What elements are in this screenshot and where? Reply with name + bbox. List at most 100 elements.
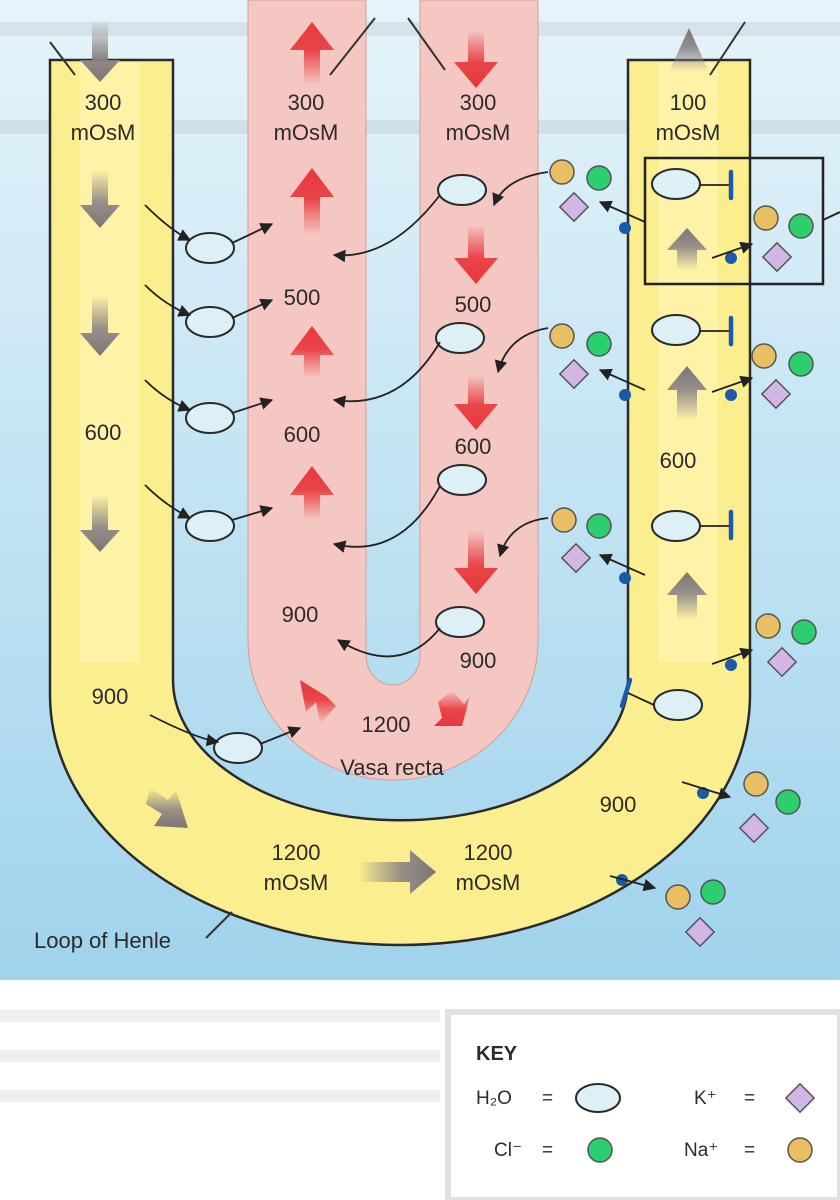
loop-of-henle-tubule [48,58,752,947]
water-molecule-icon [435,606,485,638]
water-flow-arrows [144,171,549,747]
chloride-ion-icon [788,351,814,377]
potassium-ion-icon [760,378,792,410]
bottom-right-unit: mOsM [456,870,521,895]
descending-limb-highlight [80,62,140,662]
key-box [445,1009,840,1200]
key-potassium-label: K⁺ [694,1088,717,1109]
water-molecule-icon [185,306,235,338]
key-h2o-label: H₂O [476,1088,512,1109]
potassium-ion-icon [738,812,770,844]
key-title: KEY [476,1043,518,1065]
ion-group-5 [551,507,612,574]
ascending-limb-highlight [658,62,718,662]
vasa-recta-down-500-label: 500 [455,292,492,317]
water-molecule-icon [651,168,701,200]
loop-of-henle-leader [205,911,233,939]
vasa-recta-up-900-label: 900 [282,602,319,627]
sodium-ion-icon [665,884,691,910]
sodium-ion-icon [549,323,575,349]
vasa-recta-down-600-label: 600 [455,434,492,459]
ascending-flow-arrows [667,28,709,620]
vasa-recta-up-500-label: 500 [284,285,321,310]
pump-icon [725,252,737,264]
vasa-recta-up-top-unit: mOsM [274,120,339,145]
chloride-ion-icon [586,331,612,357]
ion-group-3 [549,323,612,390]
ascending-top-unit: mOsM [656,120,721,145]
water-molecule-icon [185,402,235,434]
ascending-600-label: 600 [660,448,697,473]
potassium-ion-icon [558,358,590,390]
potassium-ion-icon [558,191,590,223]
key-chloride-equals: = [542,1140,553,1161]
descending-top-value: 300 [85,90,122,115]
chloride-ion-icon [700,879,726,905]
vasa-recta-label: Vasa recta [340,755,444,780]
vasa-recta-down-top-unit: mOsM [446,120,511,145]
vasa-recta-up-600-label: 600 [284,422,321,447]
key-legend: KEY H₂O = K⁺ = Cl⁻ = Na⁺ = [445,1009,840,1200]
ion-group-8 [665,879,726,948]
ion-flow-arrows [598,200,754,892]
chloride-ion-icon [788,213,814,239]
key-chloride-label: Cl⁻ [494,1140,522,1161]
key-potassium-equals: = [744,1088,755,1109]
water-molecule-icon [213,732,263,764]
water-molecule-icon [437,174,487,206]
pump-icon [725,389,737,401]
bottom-flow-arrow [358,850,436,894]
ion-group-6 [755,613,817,678]
vasa-recta-down-arrows [434,30,498,726]
water-molecule-icon [575,1083,621,1113]
vasa-recta-up-top-value: 300 [288,90,325,115]
bottom-left-unit: mOsM [264,870,329,895]
sodium-ion-icon [751,343,777,369]
water-molecule-icon [185,232,235,264]
ion-group-4 [751,343,814,410]
sodium-ion-icon [787,1137,813,1163]
pump-icon [619,389,631,401]
descending-900-label: 900 [92,684,129,709]
bottom-right-value: 1200 [464,840,513,865]
transporter-connectors [627,184,729,706]
key-sodium-label: Na⁺ [684,1140,718,1161]
ascending-900-label: 900 [600,792,637,817]
descending-top-unit: mOsM [71,120,136,145]
vasa-recta-down-top-value: 300 [460,90,497,115]
sodium-ion-icon [755,613,781,639]
highlight-box-pointer [822,211,840,221]
water-molecule-icon [653,689,703,721]
highlight-box [643,156,825,286]
vasa-recta-down-900-label: 900 [460,648,497,673]
water-molecule-icon [437,464,487,496]
ion-group-1 [549,159,612,223]
ascending-top-value: 100 [670,90,707,115]
key-h2o-equals: = [542,1088,553,1109]
sodium-ion-icon [549,159,575,185]
chloride-ion-icon [791,619,817,645]
top-leader-lines [49,17,746,76]
chloride-ion-icon [586,165,612,191]
water-molecule-icon [435,322,485,354]
water-molecule-icon [185,510,235,542]
chloride-ion-icon [587,1137,613,1163]
chloride-ion-icon [586,513,612,539]
pump-icon [619,572,631,584]
loop-of-henle-label: Loop of Henle [34,928,171,953]
water-molecule-icon [651,314,701,346]
sodium-ion-icon [551,507,577,533]
transporter-icon [619,677,633,709]
potassium-ion-icon [761,241,793,273]
ion-group-2 [753,205,814,273]
vasa-recta-up-arrows [290,22,336,724]
water-molecule-icon [651,510,701,542]
transporters [619,169,734,709]
sodium-ion-icon [743,771,769,797]
key-sodium-equals: = [744,1140,755,1161]
pump-icon [619,222,631,234]
ion-group-7 [738,771,801,844]
descending-flow-arrows [80,20,120,552]
pump-icon [725,659,737,671]
